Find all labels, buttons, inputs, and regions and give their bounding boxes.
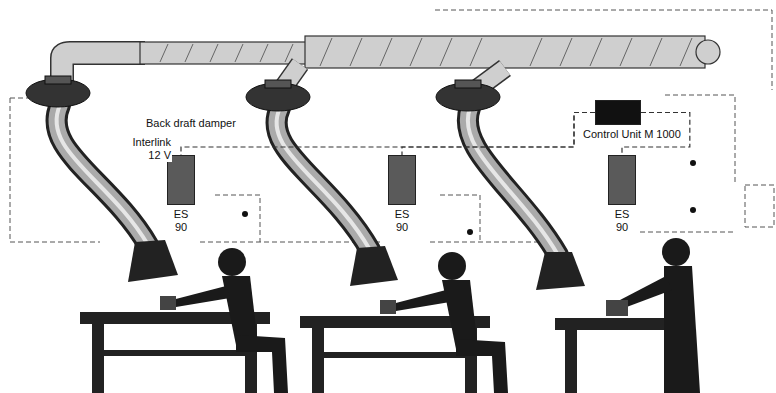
extraction-arm [56,105,558,255]
control-unit: Control Unit M 1000 [582,100,682,141]
duct [305,36,705,68]
duct-hatching [440,38,452,66]
dashed-wiring [215,195,260,242]
extraction-arm [56,105,148,245]
control-unit-box [595,100,641,125]
extraction-hood [128,240,178,282]
control-wire [402,113,595,156]
duct [62,53,145,85]
duct-hatching [620,38,632,66]
duct-hatching [590,38,602,66]
extraction-hood [128,240,585,290]
duct-hatching [530,38,542,66]
duct-hatching [680,38,692,66]
welder-figure [456,339,508,393]
work-table [312,328,324,393]
extraction-unit: ES 90 [167,155,195,234]
welder-figure [170,286,230,308]
part-label: Back draft damper [145,117,237,130]
switch-dot [690,207,696,213]
dashed-wiring [745,185,774,227]
device-label: Control Unit M 1000 [582,128,682,141]
extraction-unit-box [608,155,636,205]
welder-figure [662,238,690,266]
extraction-unit-box [167,155,195,205]
welder-figure [606,300,628,316]
duct-hatching [160,38,692,66]
welder-figure [442,280,478,349]
extraction-hood [350,246,398,286]
extraction-arm [276,108,370,250]
extraction-arm [468,108,558,255]
welder-figure [236,335,288,393]
duct-hatching [470,38,482,66]
duct-hatching [285,44,293,62]
part-label: Interlink 12 V [118,136,172,162]
duct-hatching [650,38,662,66]
duct-hatching [260,44,268,62]
duct [62,53,145,85]
extraction-unit: ES 90 [388,155,416,234]
device-label: ES 90 [608,208,636,234]
duct [696,40,720,64]
welder-figure [380,300,396,314]
extraction-arm [276,108,370,250]
welder-figure [218,248,246,276]
welder-figure [390,290,450,312]
extraction-hood [536,252,585,290]
welder-figure [160,296,176,310]
duct-hatching [210,44,218,62]
extraction-arm [56,105,148,245]
work-table [102,350,247,356]
extraction-arm [468,108,558,255]
welder-figure [160,238,700,393]
control-wire [181,113,595,156]
duct-hatching [380,38,392,66]
duct-hatching [560,38,572,66]
fan-unit [26,76,500,111]
extraction-arm [56,105,148,245]
extraction-arm [468,108,558,255]
switch-dot [690,160,696,166]
duct-hatching [350,38,362,66]
extraction-arm [276,108,370,250]
duct-hatching [410,38,422,66]
duct-hatching [160,44,168,62]
device-label: ES 90 [167,208,195,234]
welder-figure [438,252,466,280]
switch-dot [467,229,473,235]
work-table [92,324,104,393]
duct-hatching [185,44,193,62]
welder-figure [222,276,258,345]
fan-unit [455,80,481,88]
duct [62,36,720,88]
work-table [565,330,577,393]
duct [140,42,310,64]
dashed-wiring [640,232,735,233]
duct-hatching [320,38,332,66]
work-table [322,352,467,358]
duct-hatching [235,44,243,62]
device-label: ES 90 [388,208,416,234]
switch-dot [242,211,248,217]
fan-unit [45,76,71,84]
work-table [80,312,690,393]
dashed-wiring [440,195,480,242]
extraction-unit: ES 90 [608,155,636,234]
extraction-unit-box [388,155,416,205]
fan-unit [265,80,291,88]
